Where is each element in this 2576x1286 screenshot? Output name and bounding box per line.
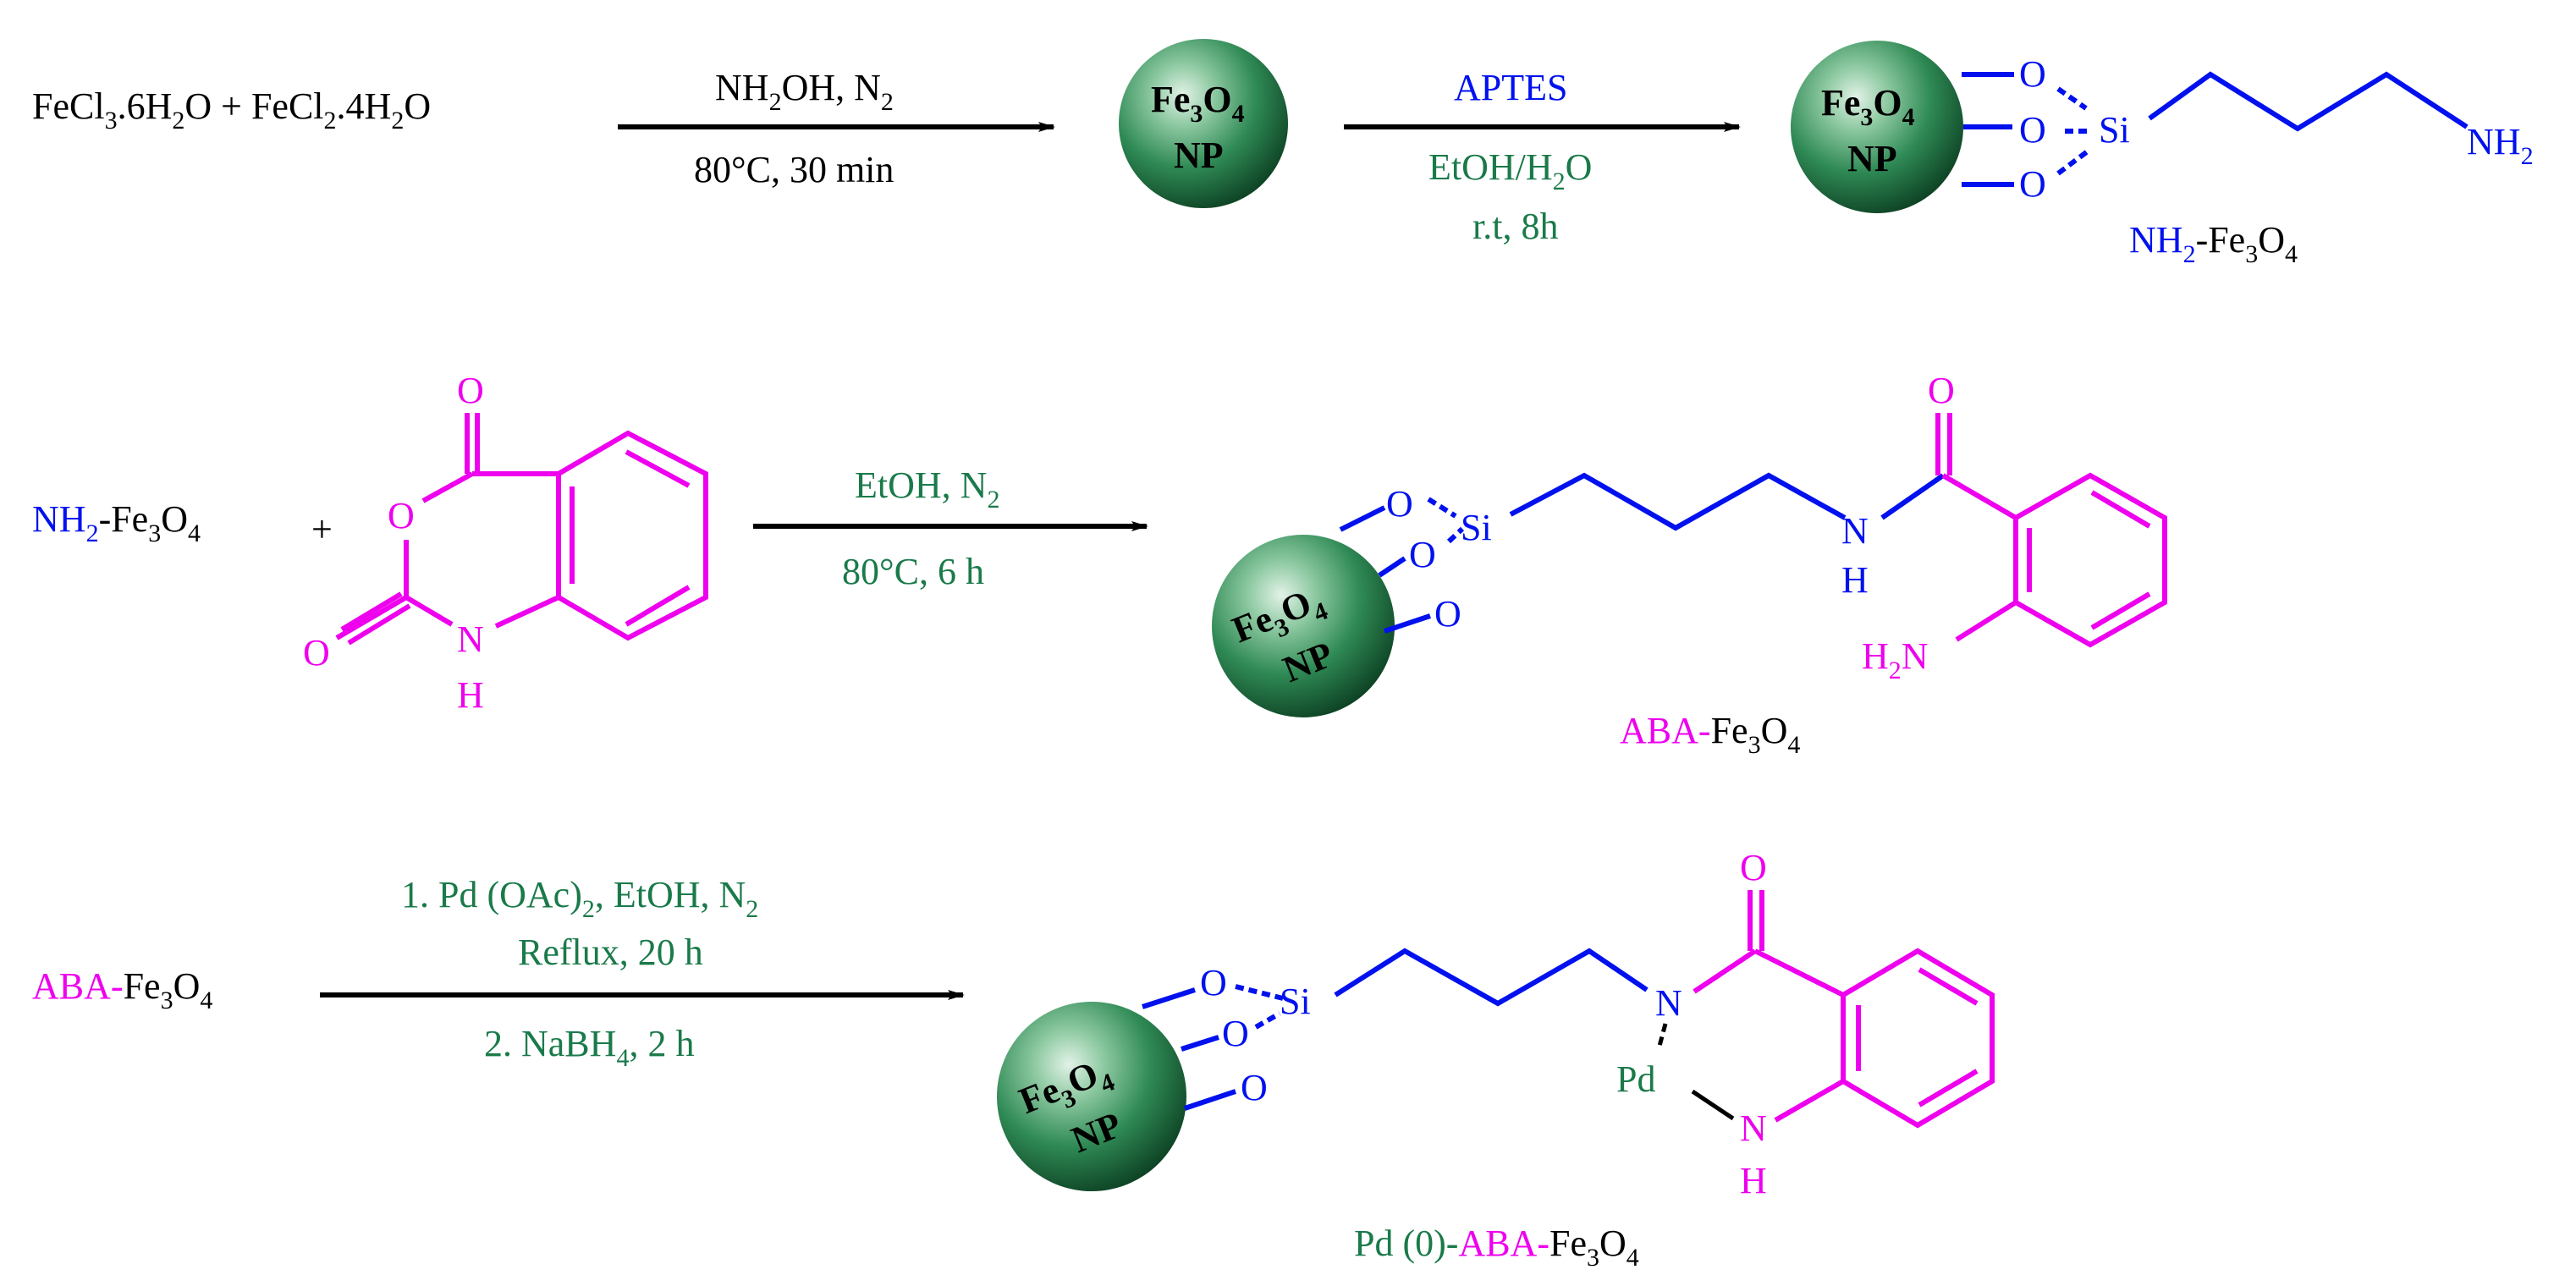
- svg-text:Si: Si: [1280, 981, 1311, 1022]
- svg-text:N: N: [1655, 982, 1682, 1024]
- svg-text:1. Pd (OAc)2, EtOH, N2: 1. Pd (OAc)2, EtOH, N2: [401, 874, 758, 923]
- pd-aba-fe3o4-label: Pd (0)-ABA-Fe3O4: [1354, 1223, 1639, 1272]
- svg-text:H: H: [457, 674, 484, 716]
- svg-text:APTES: APTES: [1454, 67, 1567, 108]
- aba-fe3o4-label: ABA-Fe3O4: [1620, 710, 1800, 759]
- step4-arrow: 1. Pd (OAc)2, EtOH, N2 Reflux, 20 h 2. N…: [320, 874, 965, 1072]
- svg-text:O: O: [1434, 593, 1461, 635]
- svg-text:O: O: [2019, 53, 2046, 95]
- nh2-fe3o4-structure: Fe3O4 NP O O O Si NH2: [1791, 41, 2534, 213]
- svg-text:H: H: [1740, 1160, 1767, 1201]
- svg-text:O: O: [1409, 534, 1436, 575]
- pd-aba-fe3o4-structure: Fe3O4 NP O O O Si N O N H: [997, 847, 1995, 1201]
- svg-text:Fe3O4: Fe3O4: [1151, 79, 1245, 128]
- svg-text:O: O: [303, 632, 330, 673]
- step3-arrow: EtOH, N2 80°C, 6 h: [753, 464, 1148, 592]
- svg-text:N: N: [1841, 510, 1869, 552]
- aba-fe3o4-structure: Fe3O4 NP O O O Si N H O H2N: [1212, 370, 2167, 717]
- svg-text:NP: NP: [1847, 138, 1897, 179]
- svg-text:O: O: [1222, 1013, 1249, 1054]
- svg-text:O: O: [1386, 483, 1413, 525]
- svg-text:O: O: [457, 370, 484, 411]
- svg-text:NH2: NH2: [2467, 121, 2534, 170]
- svg-text:H2N: H2N: [1862, 635, 1929, 684]
- svg-text:O: O: [388, 495, 415, 536]
- aba-fe3o4-reactant: ABA-Fe3O4: [32, 965, 212, 1014]
- nh2-fe3o4-label: NH2-Fe3O4: [2129, 219, 2298, 268]
- svg-text:EtOH/H2O: EtOH/H2O: [1428, 146, 1592, 195]
- svg-text:NH2OH, N2: NH2OH, N2: [715, 67, 894, 116]
- svg-text:H: H: [1841, 559, 1869, 601]
- svg-text:NP: NP: [1174, 135, 1224, 176]
- nh2-fe3o4-reactant: NH2-Fe3O4: [32, 498, 201, 547]
- svg-text:O: O: [1740, 847, 1767, 888]
- plus-sign: +: [311, 508, 333, 550]
- svg-text:2. NaBH4, 2 h: 2. NaBH4, 2 h: [484, 1023, 694, 1072]
- isatoic-anhydride: O O O N H: [303, 370, 708, 716]
- svg-text:O: O: [1241, 1067, 1268, 1108]
- svg-text:Fe3O4: Fe3O4: [1821, 82, 1915, 131]
- svg-text:FeCl3.6H2O + FeCl2.4H2O: FeCl3.6H2O + FeCl2.4H2O: [32, 85, 431, 135]
- svg-text:Si: Si: [2099, 109, 2130, 151]
- svg-text:N: N: [457, 618, 484, 660]
- step2-arrow: APTES EtOH/H2O r.t, 8h: [1344, 67, 1741, 247]
- step1-reactants: FeCl3.6H2O + FeCl2.4H2O: [32, 85, 431, 135]
- svg-text:Reflux, 20 h: Reflux, 20 h: [518, 932, 703, 973]
- svg-text:O: O: [1928, 370, 1955, 411]
- svg-text:Si: Si: [1461, 507, 1492, 548]
- svg-text:O: O: [2019, 163, 2046, 205]
- svg-text:80°C, 30 min: 80°C, 30 min: [694, 149, 894, 190]
- svg-text:Pd: Pd: [1616, 1058, 1655, 1100]
- svg-text:O: O: [1200, 962, 1227, 1003]
- svg-text:O: O: [2019, 109, 2046, 151]
- step1-arrow: NH2OH, N2 80°C, 30 min: [618, 67, 1055, 190]
- svg-text:N: N: [1740, 1107, 1767, 1149]
- svg-text:EtOH, N2: EtOH, N2: [855, 464, 999, 514]
- fe3o4-nanoparticle-1: Fe3O4 NP: [1119, 39, 1288, 208]
- svg-text:80°C, 6 h: 80°C, 6 h: [842, 551, 984, 592]
- svg-text:r.t, 8h: r.t, 8h: [1472, 206, 1558, 247]
